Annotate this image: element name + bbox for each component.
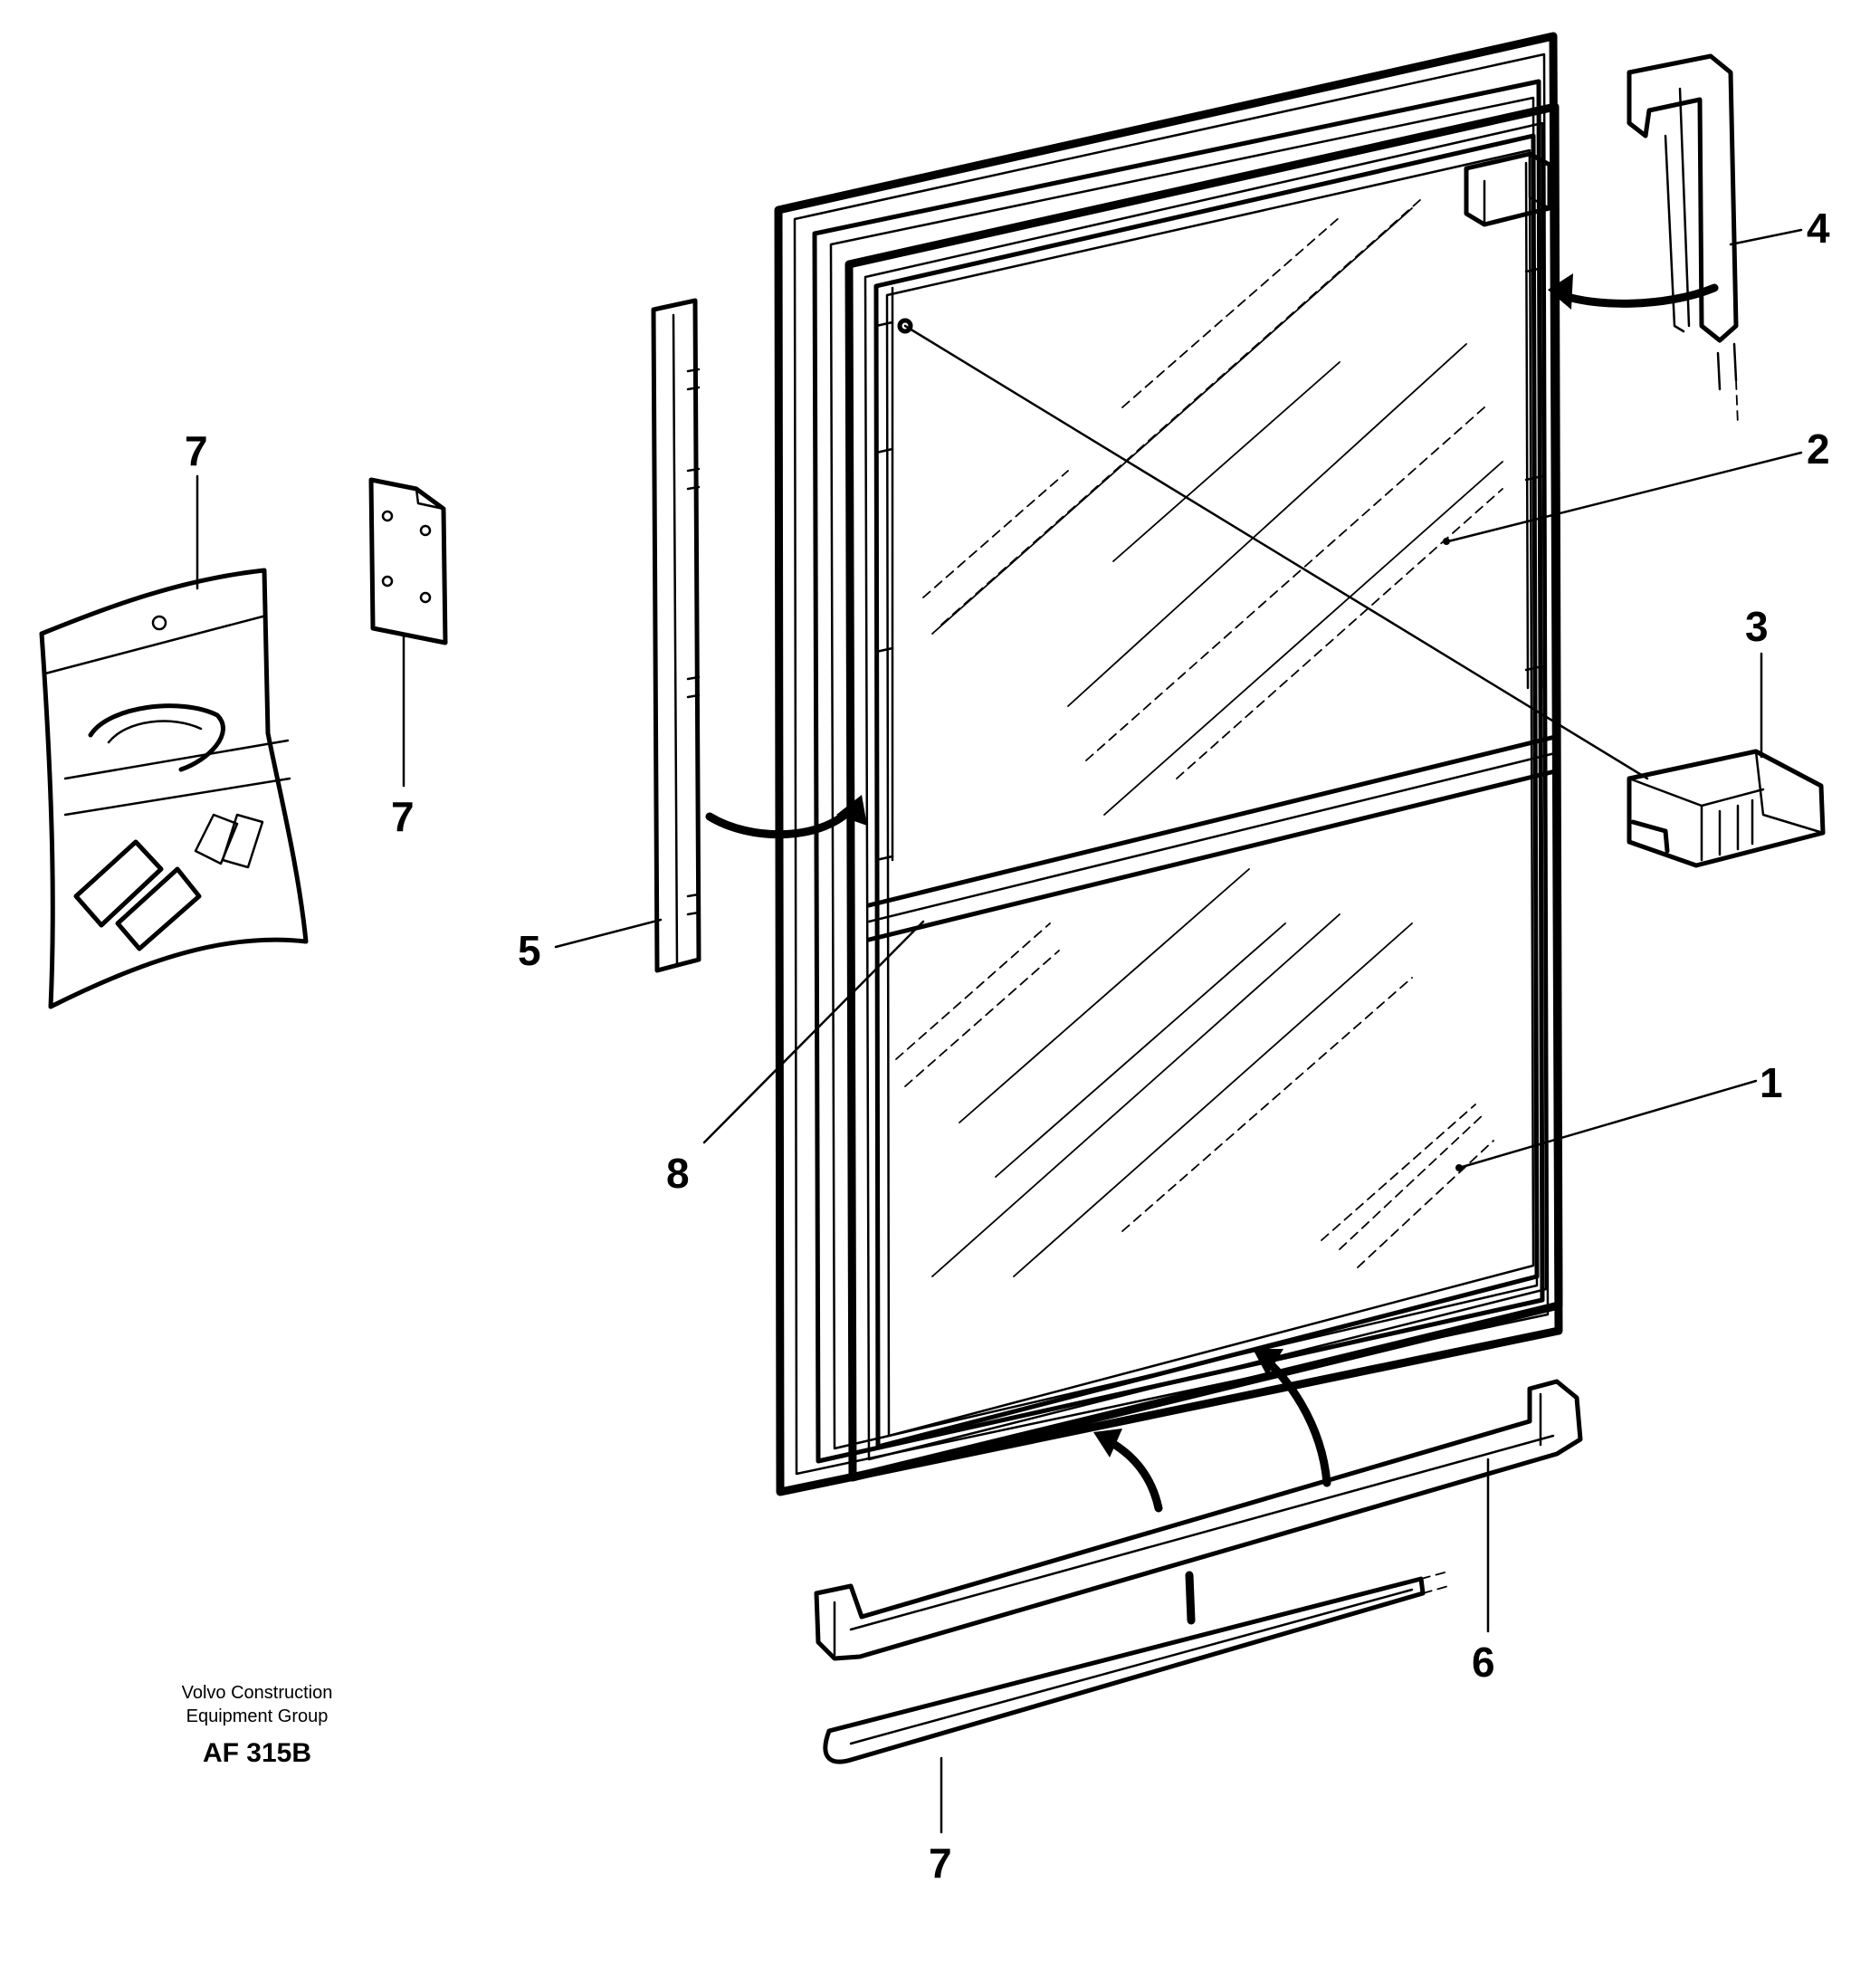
callout-6: 6 xyxy=(1472,1639,1495,1686)
callout-7-plate: 7 xyxy=(391,793,415,840)
callout-1: 1 xyxy=(1760,1059,1783,1106)
callout-2: 2 xyxy=(1807,425,1830,473)
parts-bag-icon xyxy=(39,568,309,1009)
latch-part-3 xyxy=(897,151,1826,868)
callout-7-bag: 7 xyxy=(185,427,208,474)
side-strip-part-5 xyxy=(651,298,867,973)
callout-4: 4 xyxy=(1807,205,1830,252)
callout-7-strip: 7 xyxy=(929,1840,952,1887)
callout-5: 5 xyxy=(518,927,541,974)
upper-glass-pane xyxy=(922,198,1503,816)
lower-glass-pane xyxy=(895,868,1494,1277)
mounting-plate-icon xyxy=(368,477,448,645)
company-name-line2: Equipment Group xyxy=(186,1706,329,1726)
window-frame xyxy=(774,32,1563,1496)
callout-8: 8 xyxy=(666,1150,690,1197)
bottom-seal-part-6 xyxy=(814,1349,1583,1661)
figure-code: AF 315B xyxy=(203,1738,311,1768)
corner-seal-part-4 xyxy=(1548,53,1739,426)
callout-3: 3 xyxy=(1745,603,1769,650)
bottom-strip-part-7 xyxy=(823,1571,1449,1764)
leader-lines xyxy=(196,228,1803,1834)
company-name-line1: Volvo Construction xyxy=(182,1683,333,1703)
